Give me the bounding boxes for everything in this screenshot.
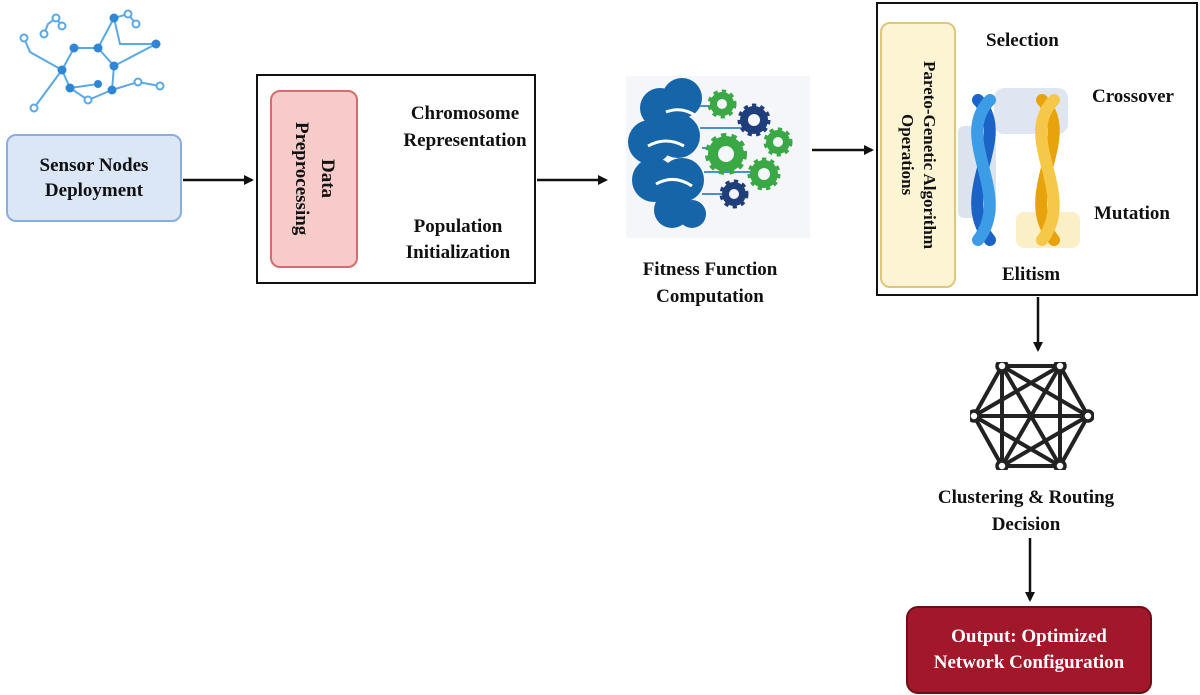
sensor-deployment-node: Sensor Nodes Deployment: [6, 134, 182, 222]
cluster-label: Clustering & Routing Decision: [906, 484, 1146, 538]
pareto-line-1: Pareto-Genetic Algorithm: [920, 60, 939, 250]
mesh-network-icon: [970, 362, 1094, 470]
dna-icon: [958, 88, 1080, 248]
brain-gears-icon: [628, 78, 793, 228]
sensor-network-icon: [19, 9, 165, 113]
output-node: Output: Optimized Network Configuration: [906, 606, 1152, 694]
fitness-line-2: Computation: [656, 286, 764, 307]
preprocessing-pill: [270, 90, 358, 268]
population-label: Population Initialization: [392, 214, 524, 266]
ga-step-selection: Selection: [986, 30, 1059, 51]
preprocessing-line-1: Data: [317, 159, 338, 199]
chromosome-label: Chromosome Representation: [392, 100, 538, 154]
pareto-ga-label: Pareto-Genetic Algorithm Operations: [880, 22, 956, 288]
ga-step-crossover: Crossover: [1092, 86, 1174, 107]
sensor-line-2: Deployment: [44, 180, 144, 201]
ga-step-mutation: Mutation: [1094, 203, 1170, 224]
fitness-image-panel: [626, 76, 810, 238]
output-line-1: Output: Optimized: [951, 626, 1107, 647]
cluster-line-2: Decision: [991, 514, 1061, 535]
preprocessing-line-2: Preprocessing: [291, 122, 312, 236]
cluster-line-1: Clustering & Routing: [937, 487, 1115, 508]
population-line-1: Population: [413, 216, 503, 237]
ga-step-elitism: Elitism: [1002, 264, 1061, 285]
output-line-2: Network Configuration: [933, 652, 1125, 673]
fitness-line-1: Fitness Function: [642, 259, 778, 280]
pareto-line-2: Operations: [898, 114, 917, 196]
preprocessing-label: Data Preprocessing: [270, 90, 358, 268]
population-line-2: Initialization: [405, 242, 511, 263]
chromosome-line-1: Chromosome: [410, 103, 520, 124]
chromosome-line-2: Representation: [403, 130, 527, 151]
sensor-line-1: Sensor Nodes: [39, 155, 149, 176]
pareto-ga-pill: [880, 22, 956, 288]
fitness-label: Fitness Function Computation: [610, 256, 810, 310]
